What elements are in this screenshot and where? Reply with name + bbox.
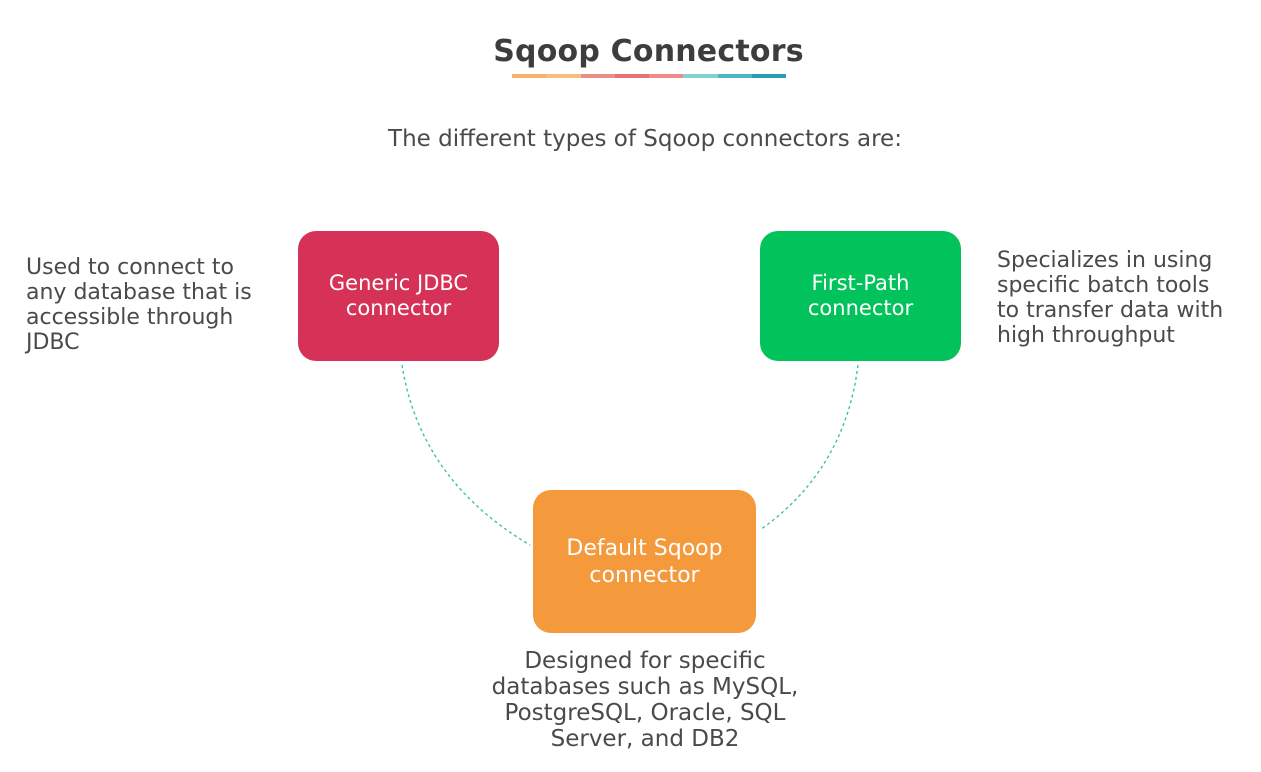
default-sqoop-connector-box: Default Sqoop connector: [533, 490, 756, 633]
underline-segment: [683, 74, 718, 78]
default-sqoop-connector-description: Designed for specific databases such as …: [491, 648, 799, 752]
underline-segment: [580, 74, 615, 78]
subtitle: The different types of Sqoop connectors …: [388, 126, 902, 152]
generic-jdbc-connector-box: Generic JDBC connector: [298, 231, 499, 361]
arc-right: [759, 364, 859, 531]
underline-segment: [546, 74, 581, 78]
arc-left: [401, 364, 531, 546]
underline-segment: [649, 74, 684, 78]
underline-segment: [512, 74, 547, 78]
title-underline: [512, 74, 786, 78]
default-sqoop-connector-label: Default Sqoop connector: [566, 535, 723, 588]
generic-jdbc-connector-label: Generic JDBC connector: [328, 271, 469, 320]
page-title: Sqoop Connectors: [493, 34, 804, 69]
underline-segment: [614, 74, 649, 78]
underline-segment: [717, 74, 752, 78]
generic-jdbc-connector-description: Used to connect to any database that is …: [26, 255, 252, 355]
underline-segment: [751, 74, 786, 78]
first-path-connector-box: First-Path connector: [760, 231, 961, 361]
first-path-connector-description: Specializes in using specific batch tool…: [997, 248, 1224, 348]
first-path-connector-label: First-Path connector: [807, 271, 914, 320]
